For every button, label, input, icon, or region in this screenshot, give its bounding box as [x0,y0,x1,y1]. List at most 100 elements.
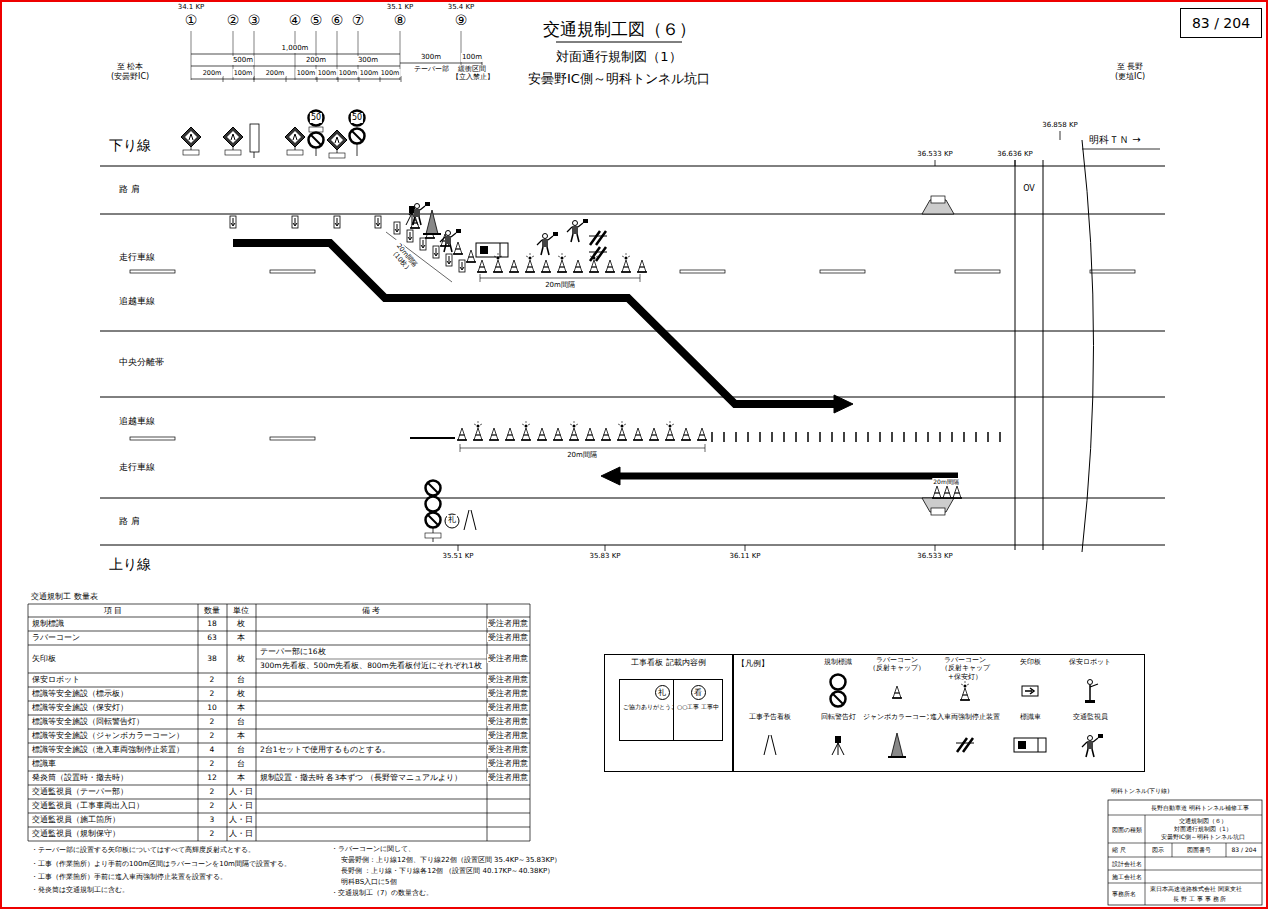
notice-sign [250,124,259,152]
line [967,684,969,685]
cone-base [681,439,691,441]
regulatory-sign [831,675,846,690]
note-text: ・ラバーコーンに関して、 [330,845,416,854]
table-cell: 受注者用意 [487,619,529,628]
cone-base [457,439,467,441]
callout-number: ① [184,12,199,30]
cone-base [477,271,487,273]
cone-base [952,497,962,499]
cone-stripe [668,434,673,435]
worker-flag [1098,734,1103,738]
table-cell: 標識等安全施設（進入車両強制停止装置） [31,745,185,754]
sign-slash [833,694,843,704]
rubber-cone [522,428,530,440]
cone-stripe [480,266,485,267]
label-text: 中央分離帯 [118,357,165,368]
table-cell: 規制標識 [31,619,65,628]
cone-lamp [964,685,967,688]
road-edge [100,166,1165,167]
label-text: 対面通行規制図（1） [555,49,682,65]
dimension-line [191,66,400,67]
cone-lamp [573,425,576,428]
cone-base [633,439,643,441]
legend-text: 進入車両強制停止装置 [929,713,1001,721]
kp-tick [1060,131,1061,140]
table-rule [28,631,530,632]
label-text: 35.4 KP [447,3,476,12]
rubber-cone [454,242,462,254]
label-text: 200m [202,69,223,77]
worker-arm [548,236,553,240]
table-cell: 3 [209,815,216,824]
title-block-text: 図面の種類 [1111,826,1143,834]
title-block-rule [1108,857,1262,858]
worker-body [1087,741,1093,749]
line [965,681,966,683]
delineator [867,432,869,442]
rubber-cone [510,260,518,272]
callout-number: ③ [247,12,262,30]
label-text: 走行車線 [118,462,156,473]
cone-stripe [620,434,625,435]
table-cell: 受注者用意 [487,773,529,782]
dimension-line [191,54,400,55]
line [526,421,527,423]
warning-sign-figure [335,137,339,143]
cone-stripe [476,434,481,435]
table-rule [28,604,530,605]
cone-stripe [572,434,577,435]
jumbo-cone-base [423,233,441,235]
table-cell: 交通監視員（テーパー部） [31,787,129,796]
delineator [927,432,929,442]
cone-base [537,439,547,441]
table-cell: 標識車 [31,759,57,768]
cone-base [697,439,707,441]
rubber-cone [490,428,498,440]
regulatory-sign [831,692,846,707]
table-cell: 標識等安全施設（ジャンボカラーコーン） [31,731,185,740]
delineator [939,432,941,442]
line [478,421,479,423]
table-cell: 枚 [236,654,246,663]
cone-lamp [529,257,532,260]
overpass-line [1043,160,1044,550]
lane-dash [820,270,865,273]
title-block-text: 東日本高速道路株式会社 関東支社 [1149,885,1243,893]
table-rule [28,757,530,758]
delineator [831,432,833,442]
table-rule [256,604,257,841]
kp-tick [745,545,746,551]
tripod-leg [838,743,844,755]
table-rule [28,799,530,800]
dimension-extension [191,31,192,80]
arrow-head [601,467,620,485]
warning-sign-figure [231,134,235,140]
arrow-board [230,216,236,228]
cone-lamp [669,425,672,428]
callout-number: ⑥ [330,12,345,30]
warning-sign [285,127,305,147]
cone-base [605,271,615,273]
cone-base [573,271,583,273]
table-rule [28,785,530,786]
delineator [915,432,917,442]
traffic-flow-arrow [233,243,836,404]
line [532,256,534,257]
legend-panel: 工事看板 記載内容例礼ご協力ありがとうございます看○○工事 工事中 [604,654,733,772]
worker-arm [567,227,572,232]
cone-base [589,271,599,273]
table-cell: 本 [236,773,246,782]
delineator [975,432,977,442]
title-block-text: 事務所名 [1111,890,1137,898]
rubber-cone [606,260,614,272]
arrow-board-arrow [1025,688,1034,694]
notice-board [764,735,776,755]
table-cell: 2台1セットで使用するものとする。 [259,745,391,754]
legend-text: 工事予告看板 [742,713,798,721]
label-text: 100m [296,69,317,77]
label-text: 1,000m [281,44,310,53]
worker-head [543,234,548,239]
title-block-rule [1145,815,1146,905]
label-text: 36.533 KP [916,552,954,561]
sign-plate [425,533,441,538]
